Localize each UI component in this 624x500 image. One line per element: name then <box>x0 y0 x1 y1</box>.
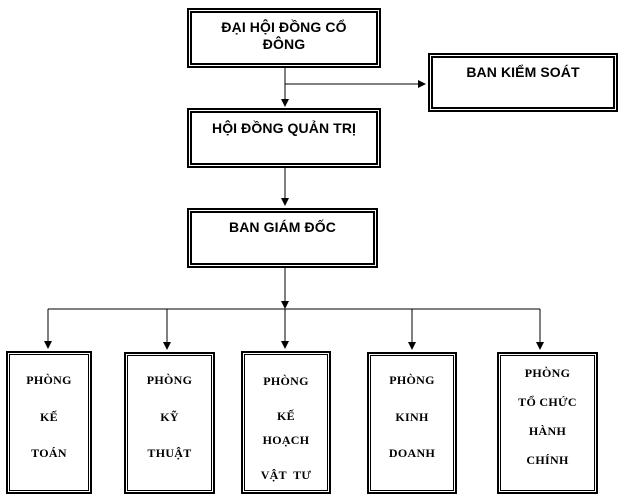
dept-technical-line-2: KỸ <box>160 410 179 424</box>
node-dept-technical <box>124 352 215 494</box>
dept-planning-line-1: PHÒNG <box>263 374 309 388</box>
dept-planning-line-3: HOẠCH <box>262 433 310 447</box>
dept-technical-line-1: PHÒNG <box>146 373 193 387</box>
node-executive-board-label: BAN GIÁM ĐỐC <box>229 219 336 235</box>
node-board-of-directors <box>187 108 381 168</box>
dept-business-line-2: KINH <box>395 410 429 424</box>
node-dept-accounting <box>6 351 92 494</box>
node-dept-planning-supplies <box>241 351 331 494</box>
node-shareholders-meeting-label-1: ĐẠI HỘI ĐỒNG CỔ <box>221 19 347 35</box>
dept-business-line-1: PHÒNG <box>389 373 435 387</box>
dept-admin-line-2: TỔ CHỨC <box>518 395 577 409</box>
dept-admin-line-1: PHÒNG <box>524 366 571 380</box>
dept-planning-line-4: VẬT TƯ <box>260 468 312 482</box>
dept-technical-line-3: THUẬT <box>147 446 192 460</box>
node-shareholders-meeting-label-2: ĐÔNG <box>262 36 306 52</box>
node-shareholders-meeting <box>187 8 381 68</box>
dept-admin-line-3: HÀNH <box>528 424 567 438</box>
dept-accounting-line-3: TOÁN <box>31 446 67 460</box>
node-dept-business <box>367 352 457 494</box>
node-executive-board <box>187 208 378 268</box>
node-supervisory-board <box>428 53 618 112</box>
dept-accounting-line-1: PHÒNG <box>26 373 72 387</box>
dept-admin-line-4: CHÍNH <box>526 453 569 467</box>
dept-planning-line-2: KẾ <box>277 409 295 423</box>
node-board-of-directors-label: HỘI ĐỒNG QUẢN TRỊ <box>211 120 357 136</box>
node-dept-admin-hr <box>497 352 598 494</box>
dept-accounting-line-2: KẾ <box>40 410 58 424</box>
dept-business-line-3: DOANH <box>388 446 436 460</box>
node-supervisory-board-label: BAN KIỂM SOÁT <box>466 64 580 80</box>
